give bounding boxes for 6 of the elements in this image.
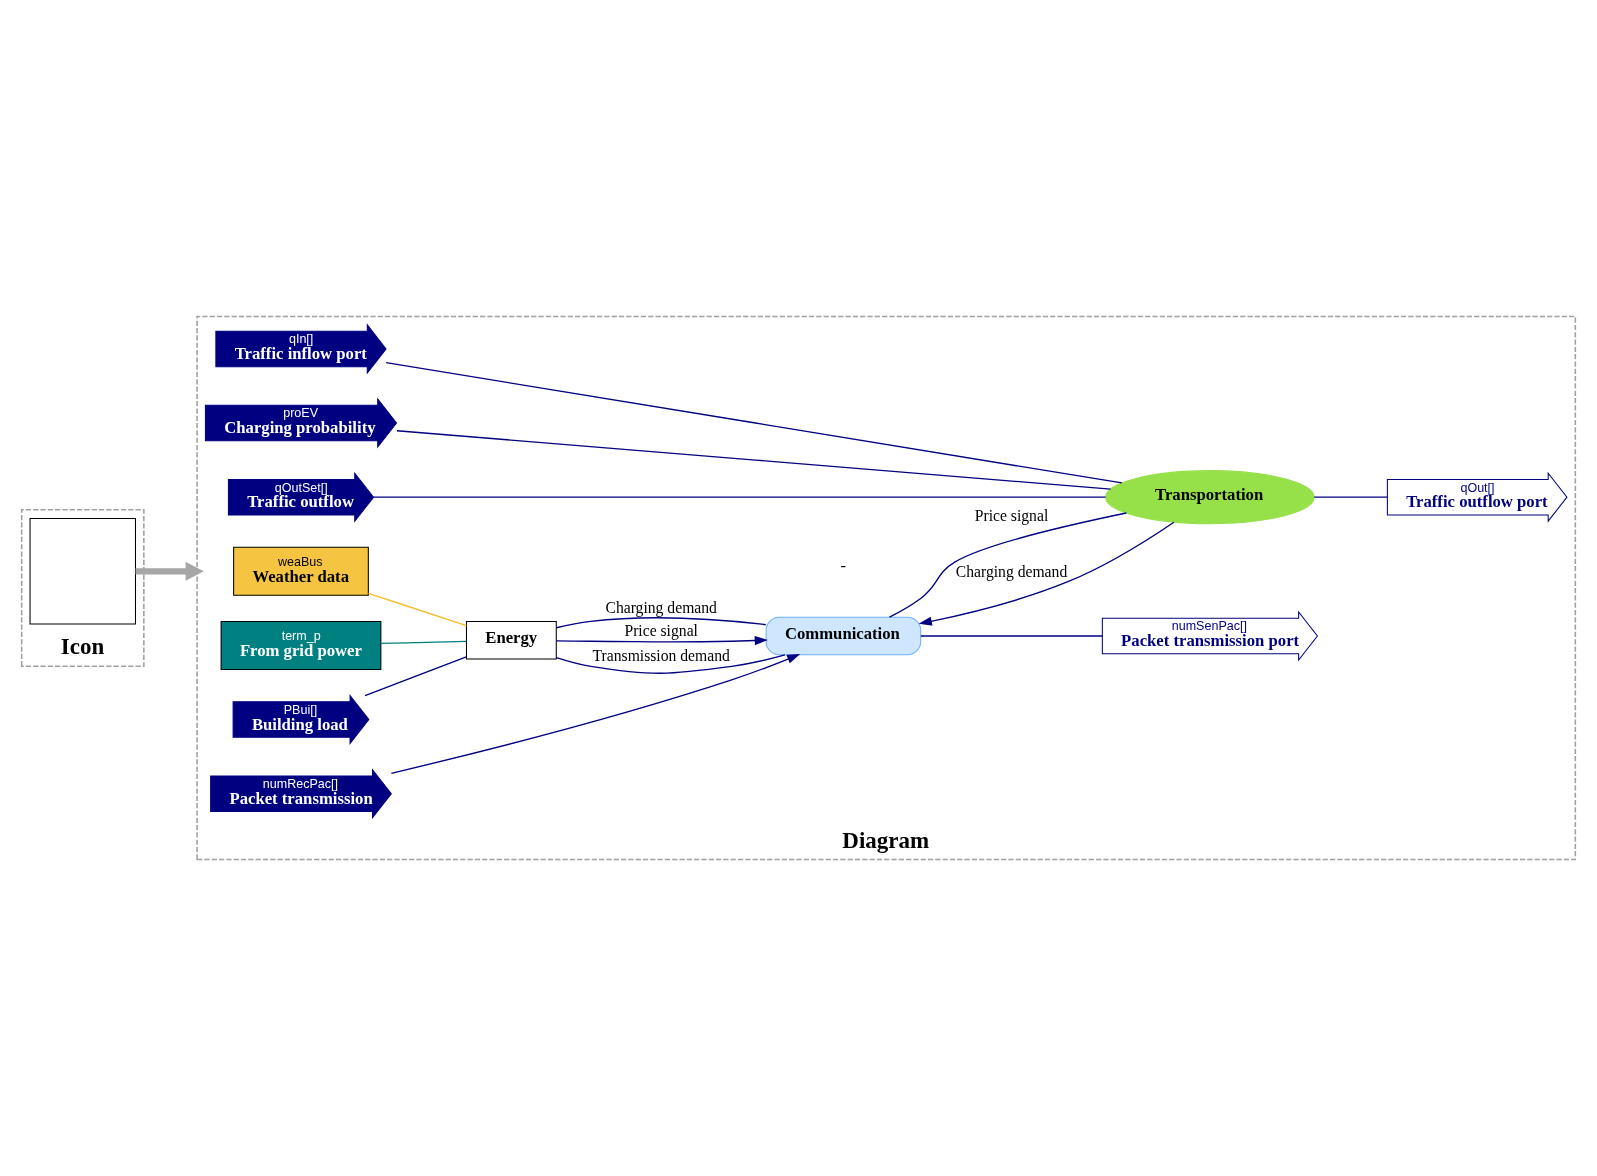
- label: -: [840, 556, 847, 576]
- edge-label: Price signal: [624, 622, 698, 640]
- edge-label: Transmission demand: [592, 647, 730, 665]
- edge-label: Charging demand: [605, 599, 717, 617]
- edge-label: Price signal: [974, 507, 1049, 525]
- edge-label: Charging demand: [955, 562, 1068, 580]
